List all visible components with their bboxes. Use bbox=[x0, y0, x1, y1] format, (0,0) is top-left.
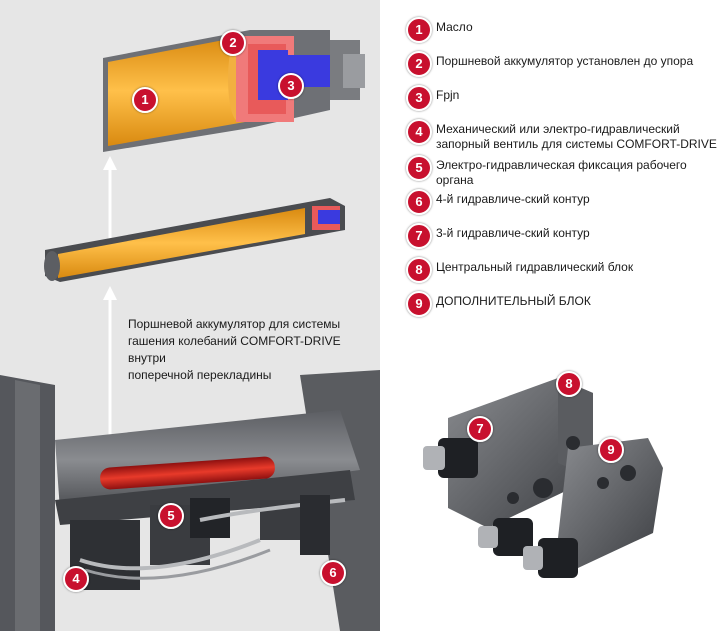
legend-number: 7 bbox=[406, 223, 432, 249]
marker-5: 5 bbox=[158, 503, 184, 529]
callout-line: Поршневой аккумулятор для системы bbox=[128, 317, 341, 331]
callout-line: гашения колебаний COMFORT-DRIVE внутри bbox=[128, 334, 341, 365]
legend-item: 6 4-й гидравличе-ский контур bbox=[406, 189, 721, 223]
accumulator-diagram bbox=[0, 30, 380, 631]
marker-1: 1 bbox=[132, 87, 158, 113]
legend-label: Механический или электро-гидравлический … bbox=[436, 122, 717, 151]
marker-2: 2 bbox=[220, 30, 246, 56]
legend-label: 3-й гидравличе-ский контур bbox=[436, 226, 590, 240]
legend-item: 4 Механический или электро-гидравлически… bbox=[406, 119, 721, 155]
marker-8: 8 bbox=[556, 371, 582, 397]
legend-number: 6 bbox=[406, 189, 432, 215]
legend-item: 8 Центральный гидравлический блок bbox=[406, 257, 721, 291]
marker-6: 6 bbox=[320, 560, 346, 586]
legend-number: 5 bbox=[406, 155, 432, 181]
legend-label: Электро-гидравлическая фиксация рабочего… bbox=[436, 158, 687, 187]
accumulator-callout: Поршневой аккумулятор для системы гашени… bbox=[128, 316, 363, 384]
legend-item: 1 Масло bbox=[406, 17, 721, 51]
legend-item: 3 Fpjn bbox=[406, 85, 721, 119]
legend-number: 9 bbox=[406, 291, 432, 317]
legend-label: Поршневой аккумулятор установлен до упор… bbox=[436, 54, 694, 68]
legend-label: Масло bbox=[436, 20, 473, 34]
marker-4: 4 bbox=[63, 566, 89, 592]
legend-label: Центральный гидравлический блок bbox=[436, 260, 634, 274]
legend-label: Fpjn bbox=[436, 88, 460, 102]
cylinder-small bbox=[44, 198, 345, 282]
marker-3: 3 bbox=[278, 73, 304, 99]
legend-number: 3 bbox=[406, 85, 432, 111]
legend-item: 9 ДОПОЛНИТЕЛЬНЫЙ БЛОК bbox=[406, 291, 721, 325]
legend-number: 1 bbox=[406, 17, 432, 43]
cross-beam-frame bbox=[0, 370, 380, 631]
legend-number: 8 bbox=[406, 257, 432, 283]
illustration-panel: 1 2 3 4 5 6 Поршневой аккумулятор для си… bbox=[0, 0, 380, 631]
legend-item: 5 Электро-гидравлическая фиксация рабоче… bbox=[406, 155, 721, 189]
marker-9: 9 bbox=[598, 437, 624, 463]
legend-number: 4 bbox=[406, 119, 432, 145]
marker-7: 7 bbox=[467, 416, 493, 442]
hydraulic-block-photo bbox=[423, 378, 663, 578]
legend-label: ДОПОЛНИТЕЛЬНЫЙ БЛОК bbox=[436, 294, 591, 308]
legend-item: 2 Поршневой аккумулятор установлен до уп… bbox=[406, 51, 721, 85]
legend-item: 7 3-й гидравличе-ский контур bbox=[406, 223, 721, 257]
callout-line: поперечной перекладины bbox=[128, 368, 272, 382]
legend-number: 2 bbox=[406, 51, 432, 77]
flow-arrow-upper bbox=[103, 156, 117, 245]
legend-label: 4-й гидравличе-ский контур bbox=[436, 192, 590, 206]
legend: 1 Масло 2 Поршневой аккумулятор установл… bbox=[406, 17, 721, 325]
